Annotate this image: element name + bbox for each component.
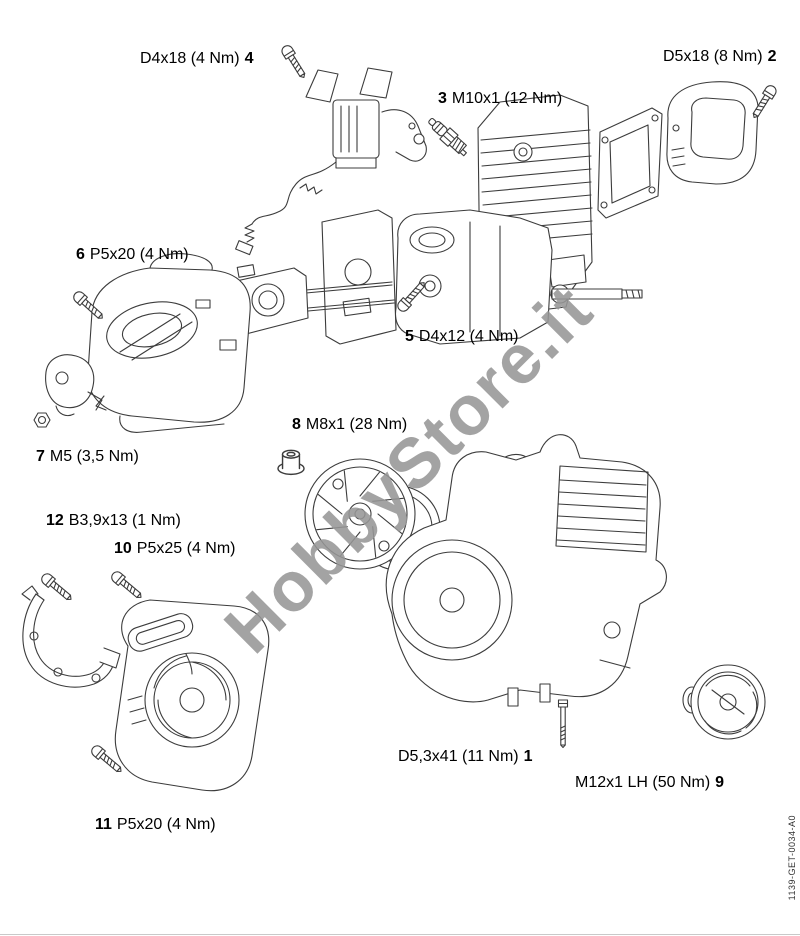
starter-cover-drawing [114, 599, 270, 792]
screw-icon-10 [108, 569, 146, 603]
engine-block-drawing [394, 209, 643, 345]
document-code: 1139-GET-0034-A0 [787, 814, 797, 900]
screw-icon-4 [279, 43, 310, 81]
screw-icon-12 [38, 571, 76, 605]
label-text: D4x18 (4 Nm) [140, 50, 240, 67]
part-label-2: D5x18 (8 Nm) 2 [663, 48, 776, 66]
label-number: 8 [292, 416, 301, 433]
label-text: B3,9x13 (1 Nm) [68, 512, 181, 529]
label-number: 5 [405, 328, 414, 345]
part-label-3: 3 M10x1 (12 Nm) [438, 90, 562, 108]
page-bottom-rule [0, 934, 800, 935]
label-number: 3 [438, 90, 447, 107]
ignition-module-drawing [235, 67, 427, 256]
part-label-9: M12x1 LH (50 Nm) 9 [575, 774, 724, 792]
bolt-icon-1 [557, 699, 569, 749]
label-number: 4 [244, 50, 254, 67]
label-text: P5x20 (4 Nm) [89, 246, 189, 263]
throttle-handle-drawing [45, 354, 103, 417]
crankcase-assembly-drawing [385, 434, 667, 707]
clutch-drawing [682, 664, 766, 740]
part-label-5: 5 D4x12 (4 Nm) [405, 328, 518, 346]
label-number: 10 [114, 540, 132, 557]
part-label-12: 12 B3,9x13 (1 Nm) [46, 512, 181, 530]
part-label-10: 10 P5x25 (4 Nm) [114, 540, 236, 558]
label-text: M10x1 (12 Nm) [451, 90, 563, 107]
gasket-plate-drawing [597, 107, 663, 219]
label-number: 9 [715, 774, 725, 791]
spark-plug-icon [428, 118, 467, 157]
fan-housing-drawing [87, 253, 251, 433]
nut-icon-7 [33, 412, 51, 428]
part-label-4: D4x18 (4 Nm) 4 [140, 50, 253, 68]
label-text: M12x1 LH (50 Nm) [575, 774, 711, 791]
label-text: D5,3x41 (11 Nm) [398, 748, 519, 765]
part-label-6: 6 P5x20 (4 Nm) [76, 246, 189, 264]
label-number: 6 [76, 246, 85, 263]
label-number: 11 [95, 816, 112, 833]
label-number: 7 [36, 448, 45, 465]
label-text: M5 (3,5 Nm) [49, 448, 139, 465]
label-number: 1 [523, 748, 533, 765]
heat-shield-drawing [321, 209, 397, 345]
part-label-8: 8 M8x1 (28 Nm) [292, 416, 407, 434]
label-text: D4x12 (4 Nm) [418, 328, 519, 345]
label-text: D5x18 (8 Nm) [663, 48, 763, 65]
starter-handle-drawing [127, 613, 194, 652]
carburetor-drawing [231, 264, 395, 335]
muffler-cover-drawing [666, 81, 759, 185]
label-number: 12 [46, 512, 64, 529]
part-label-7: 7 M5 (3,5 Nm) [36, 448, 139, 466]
label-text: P5x20 (4 Nm) [116, 816, 216, 833]
label-text: P5x25 (4 Nm) [136, 540, 236, 557]
label-text: M8x1 (28 Nm) [305, 416, 408, 433]
flange-nut-icon-8 [277, 449, 305, 476]
brake-band-drawing [21, 585, 121, 688]
part-label-1: D5,3x41 (11 Nm) 1 [398, 748, 533, 766]
part-label-11: 11 P5x20 (4 Nm) [95, 816, 216, 834]
label-number: 2 [767, 48, 777, 65]
